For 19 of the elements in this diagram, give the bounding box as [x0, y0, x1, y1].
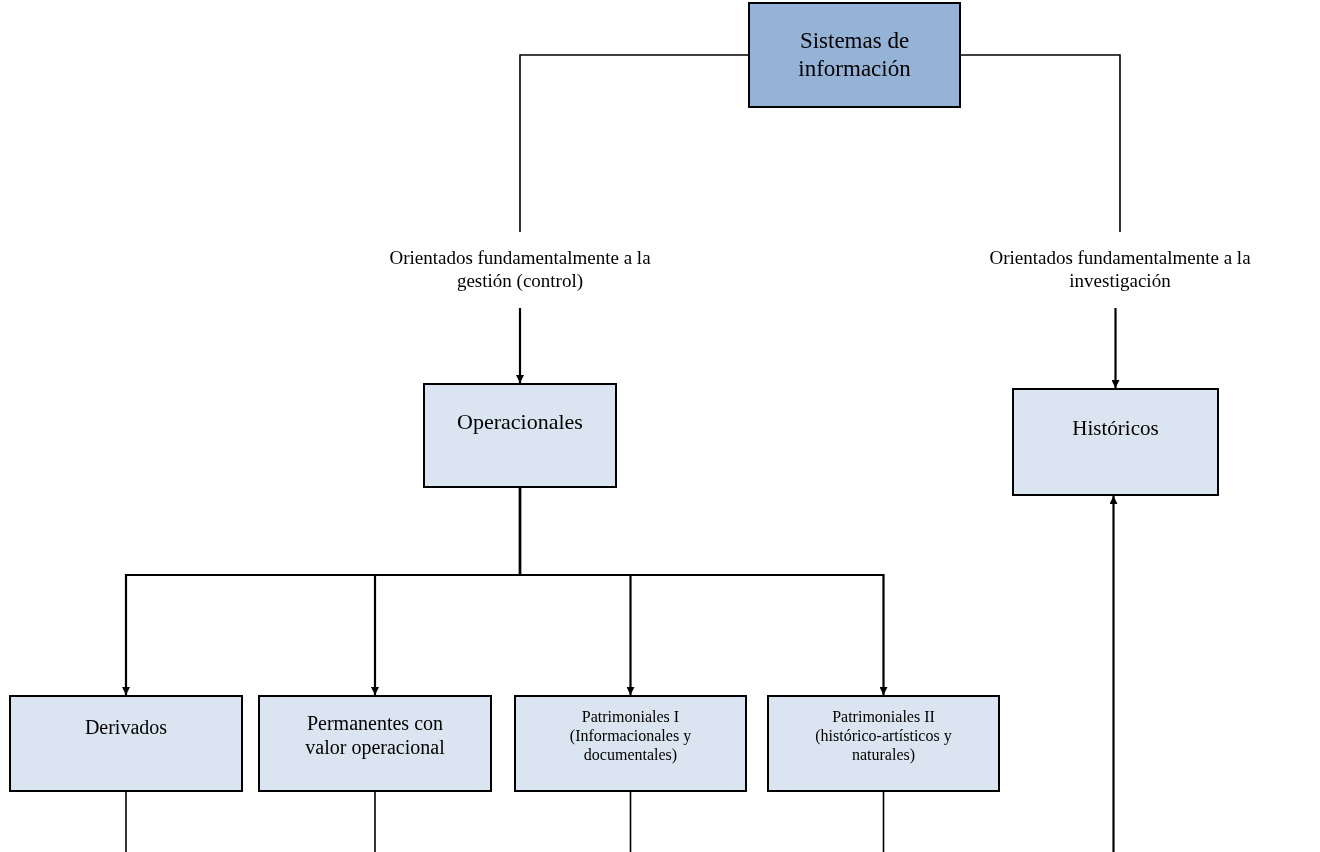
arrow [1111, 308, 1120, 388]
category-label: Orientados fundamentalmente a la gestión (control) [365, 232, 675, 308]
category-label: Orientados fundamentalmente a la investigación [960, 232, 1280, 308]
arrow [1109, 496, 1118, 852]
connector-line [882, 791, 885, 852]
connector-line [374, 791, 376, 852]
connector-line [960, 54, 1121, 233]
arrow [516, 308, 524, 383]
process-box: Derivados [9, 695, 243, 792]
process-box: Sistemas de información [748, 2, 961, 108]
connector-line [629, 791, 632, 852]
process-box: Históricos [1012, 388, 1219, 496]
process-box: Operacionales [423, 383, 617, 488]
process-box: Permanentes con valor operacional [258, 695, 492, 792]
process-box: Patrimoniales I (Informacionales y documentales) [514, 695, 747, 792]
connector-line [519, 54, 749, 233]
arrow [518, 488, 888, 695]
connector-line [125, 791, 127, 852]
process-box: Patrimoniales II (histórico-artísticos y naturales) [767, 695, 1000, 792]
